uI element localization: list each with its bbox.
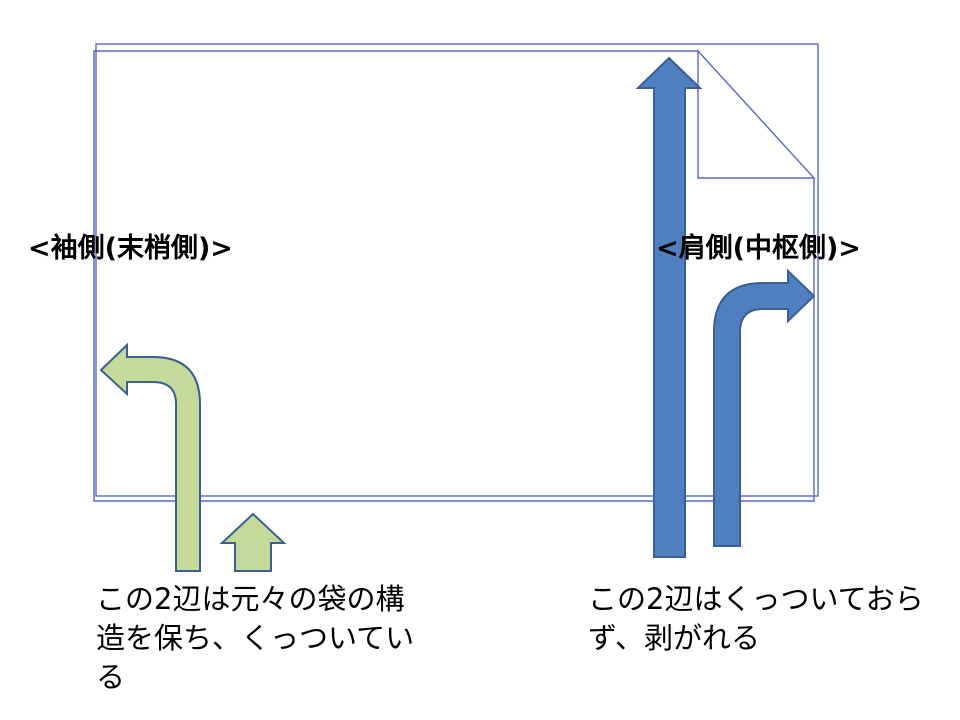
- sealed-up-arrow: [219, 512, 287, 572]
- peeled-edges-caption: この2辺はくっついておらず、剥がれる: [588, 582, 924, 655]
- peel-right-arrow: [713, 268, 816, 547]
- peel-up-arrow: [635, 56, 703, 558]
- sealed-edges-caption: この2辺は元々の袋の構造を保ち、くっついている: [96, 582, 415, 694]
- shoulder-side-label: <肩側(中枢側)>: [656, 233, 861, 264]
- bag-outline: [93, 43, 819, 502]
- peeled-corner: [697, 49, 816, 179]
- sleeve-side-label: <袖側(末梢側)>: [28, 233, 233, 264]
- front-sheet: [93, 50, 815, 502]
- back-sheet: [95, 43, 819, 497]
- sealed-left-arrow: [99, 342, 201, 572]
